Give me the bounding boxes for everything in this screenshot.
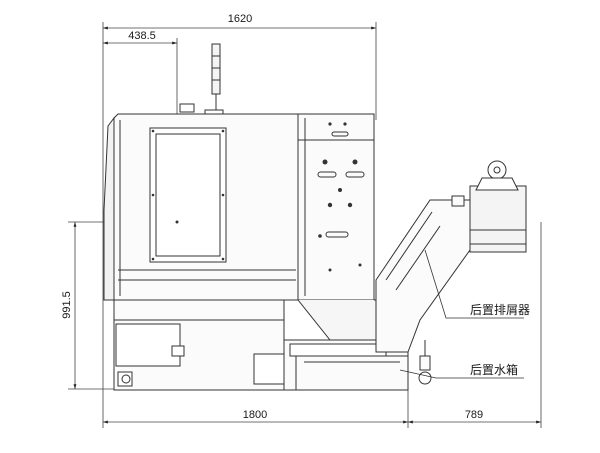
- dim-center-height: 991.5: [61, 291, 73, 319]
- chip-conveyor: [375, 160, 527, 353]
- dim-center-offset: 438.5: [128, 30, 156, 42]
- machine-body: [103, 43, 409, 391]
- dim-conveyor-extension: 789: [465, 409, 483, 421]
- cabinet-slots: [317, 131, 365, 238]
- callout-lines: [399, 249, 524, 379]
- panel-details: [151, 122, 362, 272]
- water-tank: [295, 340, 432, 391]
- dim-base-length: 1800: [243, 409, 267, 421]
- dimension-labels: 1620 438.5 991.5 1800 789: [61, 13, 483, 421]
- label-rear-chip-conveyor: 后置排屑器: [470, 303, 530, 317]
- dim-overall-width: 1620: [228, 13, 252, 25]
- label-rear-water-tank: 后置水箱: [470, 362, 518, 377]
